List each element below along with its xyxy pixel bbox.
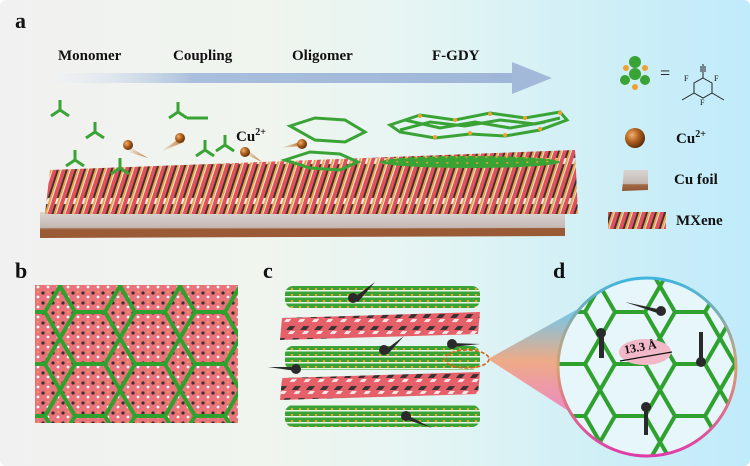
fgdy-sheet-floating xyxy=(386,110,570,140)
stage-monomer: Monomer xyxy=(58,48,122,64)
panel-label-c: c xyxy=(263,258,273,283)
legend-label-cu-ion: Cu2+ xyxy=(676,129,706,148)
copper-foil-substrate xyxy=(40,212,565,238)
cu-ion-label-a: Cu2+ xyxy=(236,127,266,146)
monomers xyxy=(50,100,235,176)
legend-label-mxene: MXene xyxy=(676,213,723,229)
legend-monomer-structure xyxy=(681,64,725,101)
stage-fgdy: F-GDY xyxy=(432,48,480,64)
copper-ions xyxy=(123,133,307,162)
fgdy-film-stacked xyxy=(380,156,560,168)
legend-monomer-icon xyxy=(620,56,650,90)
fgdy-sheet-floating-dots xyxy=(418,111,562,139)
lithium-ions-d xyxy=(596,302,706,435)
legend-cu-foil-icon xyxy=(622,170,648,191)
panel-b-top-view xyxy=(35,285,238,423)
panel-label-a: a xyxy=(15,8,26,33)
structure-atom-f2: F xyxy=(714,74,719,83)
legend-cu-ion-base: Cu xyxy=(676,131,696,147)
magnification-cone xyxy=(488,310,576,412)
legend-mxene-icon xyxy=(608,212,666,229)
legend-equals-sign: = xyxy=(660,63,671,83)
lithium-ions-c xyxy=(268,282,480,428)
structure-atom-f3: F xyxy=(700,98,705,107)
panel-label-d: d xyxy=(553,258,566,283)
legend-copper-ion-icon xyxy=(625,128,645,148)
panel-c-side-view xyxy=(280,286,490,427)
cu-ion-label-sup: 2+ xyxy=(255,127,266,138)
structure-atom-f1: F xyxy=(684,74,689,83)
legend-label-cu-foil: Cu foil xyxy=(674,172,718,188)
stage-oligomer: Oligomer xyxy=(292,48,353,64)
process-arrow xyxy=(55,62,552,94)
oligomer xyxy=(280,116,369,172)
legend-cu-ion-sup: 2+ xyxy=(695,129,706,140)
panel-label-b: b xyxy=(15,258,28,283)
cu-ion-label-base: Cu xyxy=(236,129,256,145)
stage-coupling: Coupling xyxy=(173,48,233,64)
